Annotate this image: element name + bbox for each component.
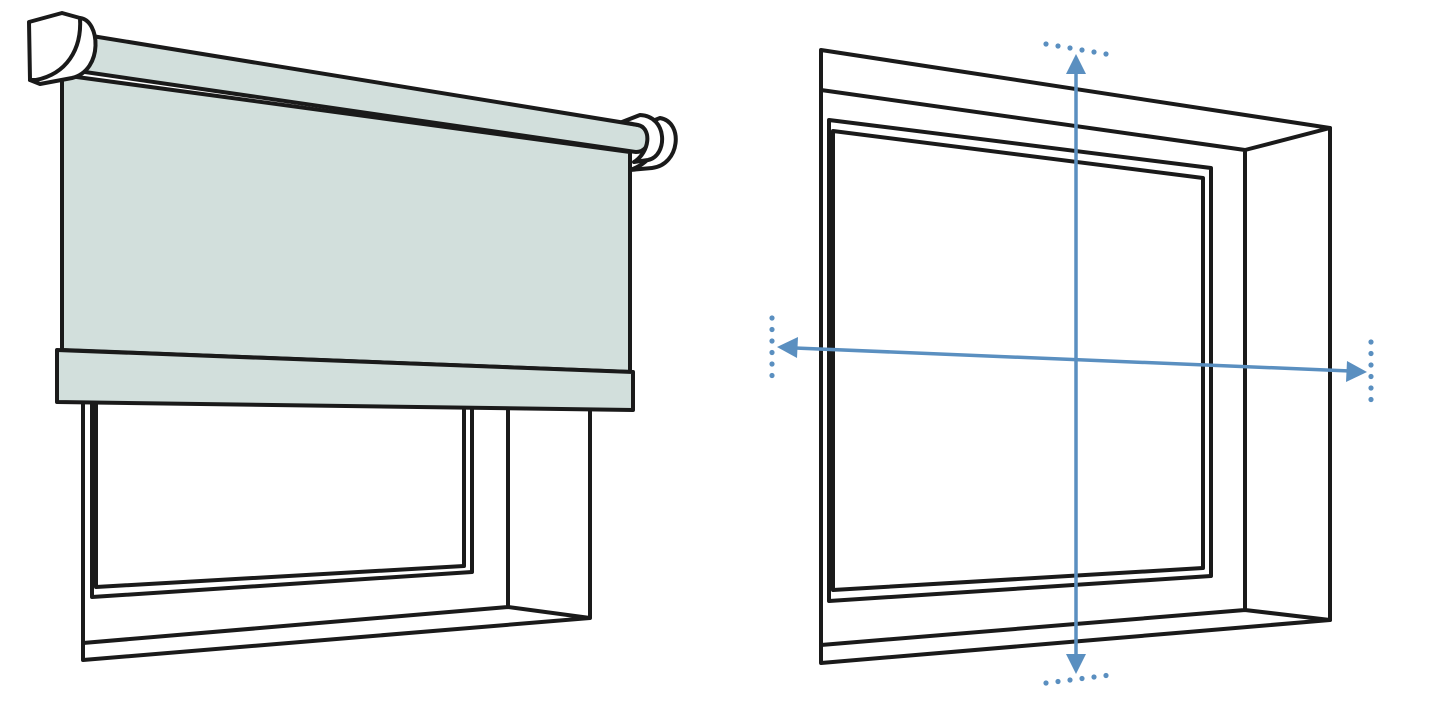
limit-dot — [1055, 678, 1061, 685]
limit-dot — [1067, 677, 1073, 683]
window-recess — [819, 48, 1332, 665]
measure-window-illustration — [769, 41, 1374, 686]
limit-dot — [1368, 339, 1374, 345]
limit-dot — [1368, 362, 1374, 368]
limit-dot — [1368, 385, 1374, 391]
limit-dot — [1067, 45, 1073, 51]
limit-dot — [1091, 49, 1097, 55]
limit-dot — [1368, 350, 1374, 357]
height-arrow-icon — [1066, 54, 1086, 674]
width-arrow-icon — [777, 337, 1367, 382]
limit-dot — [769, 338, 775, 344]
limit-dot — [769, 315, 775, 321]
limit-dot — [769, 326, 775, 333]
left-bracket-icon — [27, 11, 98, 86]
window-frame-left — [81, 400, 592, 662]
limit-dot — [1103, 672, 1109, 679]
limit-dot — [1055, 43, 1061, 49]
limit-dot — [769, 372, 775, 379]
limit-dot — [769, 349, 775, 356]
limit-dot — [1079, 47, 1085, 53]
limit-dot — [1043, 680, 1049, 686]
limit-dot — [1091, 674, 1097, 680]
limit-dot — [1079, 675, 1085, 682]
limit-dot — [769, 361, 775, 367]
limit-dot — [1043, 41, 1049, 47]
limit-dot — [1103, 51, 1109, 57]
limit-dot — [1368, 373, 1374, 380]
measurement-limit-dots — [769, 41, 1374, 686]
right-bracket-icon — [620, 113, 678, 172]
bottom-bar — [55, 348, 635, 412]
roller-blind-illustration — [27, 11, 678, 662]
limit-dot — [1368, 396, 1374, 403]
